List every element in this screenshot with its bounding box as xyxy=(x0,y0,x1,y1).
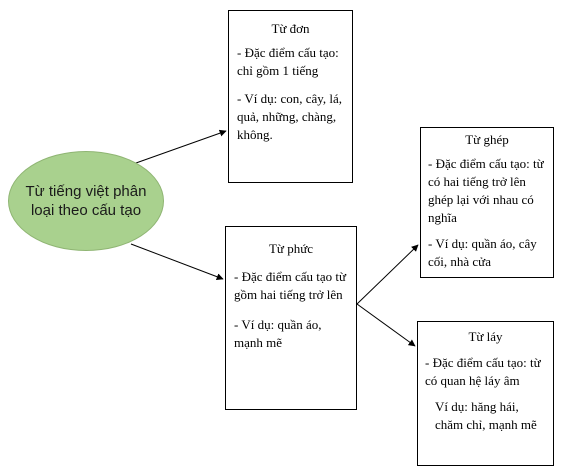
tu-don-box: Từ đơn - Đặc điểm cấu tạo: chỉ gồm 1 tiế… xyxy=(228,10,353,183)
tu-ghep-title: Từ ghép xyxy=(465,132,509,147)
tu-ghep-box: Từ ghép - Đặc điểm cấu tạo: từ có hai ti… xyxy=(420,127,554,278)
tu-ghep-example: - Ví dụ: quần áo, cây cối, nhà cửa xyxy=(428,236,537,269)
tu-lay-box: Từ láy - Đặc điểm cấu tạo: từ có quan hệ… xyxy=(417,321,554,466)
tu-lay-title: Từ láy xyxy=(468,329,503,344)
tu-lay-example: Ví dụ: hăng hái, chăm chỉ, mạnh mẽ xyxy=(435,399,537,432)
tu-ghep-structure: - Đặc điểm cấu tạo: từ có hai tiếng trở … xyxy=(428,156,544,225)
tu-don-structure: - Đặc điểm cấu tạo: chỉ gồm 1 tiếng xyxy=(237,45,339,78)
root-node: Từ tiếng việt phân loại theo cấu tạo xyxy=(8,151,164,251)
tu-phuc-box: Từ phức - Đặc điểm cấu tạo từ gồm hai ti… xyxy=(225,226,357,410)
arrow-tu-phuc-to-tu-lay xyxy=(356,303,416,347)
tu-phuc-structure: - Đặc điểm cấu tạo từ gồm hai tiếng trở … xyxy=(234,269,347,302)
tu-lay-structure: - Đặc điểm cấu tạo: từ có quan hệ láy âm xyxy=(425,355,541,388)
tu-phuc-example: - Ví dụ: quần áo, mạnh mẽ xyxy=(234,317,322,350)
tu-don-example: - Ví dụ: con, cây, lá, quả, những, chàng… xyxy=(237,91,343,142)
tu-phuc-title: Từ phức xyxy=(268,241,314,256)
arrow-root-to-tu-phuc xyxy=(130,243,224,281)
arrow-tu-phuc-to-tu-ghep xyxy=(356,244,419,305)
root-node-label: Từ tiếng việt phân loại theo cấu tạo xyxy=(25,183,147,219)
arrow-root-to-tu-don xyxy=(135,129,227,164)
tu-don-title: Từ đơn xyxy=(271,21,310,36)
